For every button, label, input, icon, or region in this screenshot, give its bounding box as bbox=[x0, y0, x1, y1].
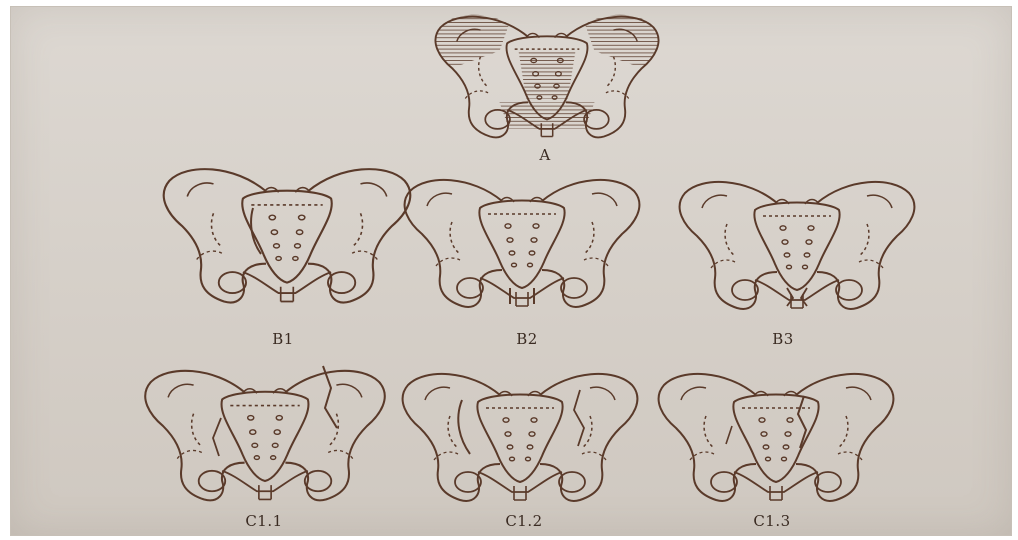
label-c1-3: C1.3 bbox=[753, 512, 790, 530]
figure-b2 bbox=[405, 180, 640, 307]
figure-c1-3 bbox=[659, 374, 894, 501]
label-b2: B2 bbox=[516, 330, 538, 348]
figure-a bbox=[435, 15, 658, 138]
label-c1-1: C1.1 bbox=[245, 512, 282, 530]
label-b1: B1 bbox=[272, 330, 294, 348]
label-c1-2: C1.2 bbox=[505, 512, 542, 530]
figure-b1 bbox=[164, 169, 411, 302]
label-a: A bbox=[539, 146, 550, 164]
figure-c1-1 bbox=[145, 366, 385, 500]
label-b3: B3 bbox=[772, 330, 794, 348]
figure-c1-2 bbox=[403, 374, 638, 501]
figure-b3 bbox=[680, 182, 915, 309]
